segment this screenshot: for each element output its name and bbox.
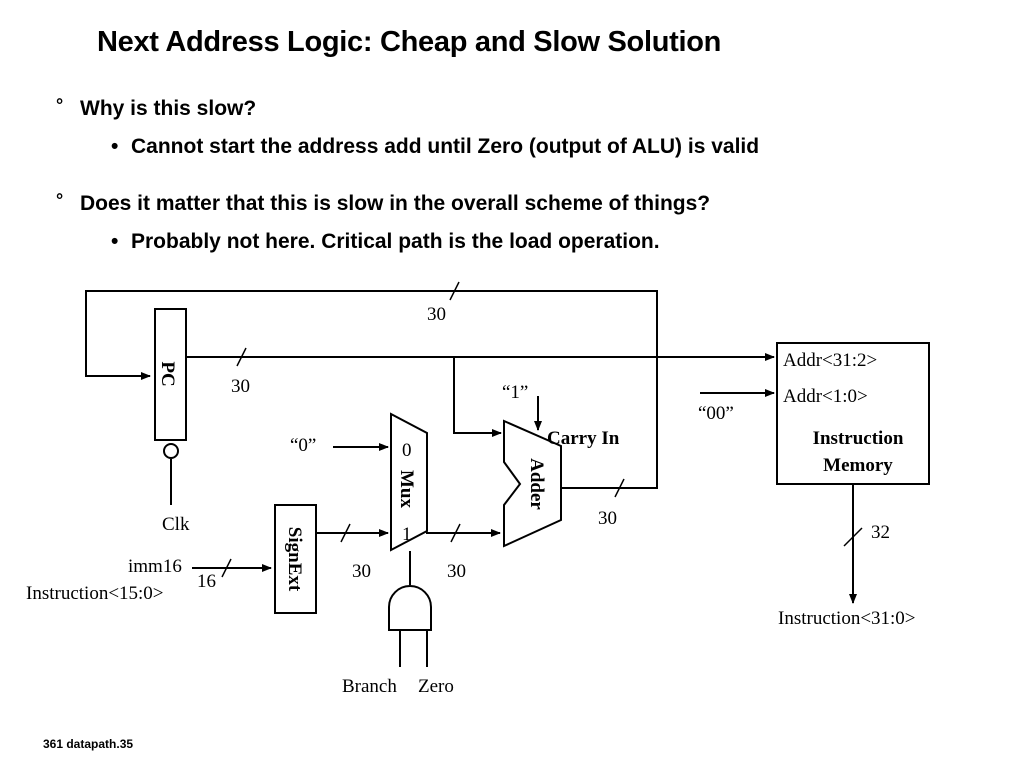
bullet-marker: ° — [56, 190, 64, 210]
mux-block — [390, 412, 428, 552]
clk-inverter-bubble — [163, 443, 179, 459]
bus-slash-top — [449, 281, 460, 301]
carry-in-label: Carry In — [547, 428, 620, 449]
addr-lo-label: Addr<1:0> — [783, 386, 868, 407]
adder-label: Adder — [526, 458, 547, 510]
mux-input-1-label: 1 — [402, 524, 412, 545]
bullet-2: ° Does it matter that this is slow in the… — [56, 190, 711, 216]
pc-label: PC — [157, 361, 178, 386]
signext-block — [274, 504, 317, 614]
imm16-label: imm16 — [128, 556, 182, 577]
sub-bullet-2-text: Probably not here. Critical path is the … — [131, 230, 660, 253]
bus-slash-mux — [450, 523, 461, 543]
width-top-label: 30 — [427, 304, 446, 325]
bus-slash-pc — [236, 347, 247, 367]
sub-bullet-2: • Probably not here. Critical path is the… — [111, 230, 660, 254]
width-pc-label: 30 — [231, 376, 250, 397]
pc-to-adder-wire — [453, 357, 502, 437]
instruction-memory — [776, 342, 930, 485]
branch-label: Branch — [342, 676, 397, 697]
pc-register — [154, 308, 187, 441]
const-00-label: “00” — [698, 403, 734, 424]
bullet-2-text: Does it matter that this is slow in the … — [80, 192, 711, 215]
sub-bullet-1-text: Cannot start the address add until Zero … — [131, 135, 760, 158]
bullet-1: ° Why is this slow? — [56, 95, 257, 121]
bus-slash-imm16 — [221, 558, 232, 578]
bus-slash-signext — [340, 523, 351, 543]
mux-label: Mux — [396, 470, 417, 509]
sub-bullet-marker: • — [111, 135, 119, 158]
width-imm16-label: 16 — [197, 571, 216, 592]
width-adder-label: 30 — [598, 508, 617, 529]
instruction-31-0-label: Instruction<31:0> — [778, 608, 916, 629]
memory-label-line1: Instruction — [813, 428, 904, 449]
width-signext-label: 30 — [352, 561, 371, 582]
clk-label: Clk — [162, 514, 190, 535]
feedback-wire — [85, 290, 658, 489]
const-0-label: “0” — [290, 435, 316, 456]
sub-bullet-1: • Cannot start the address add until Zero… — [111, 135, 759, 159]
sub-bullet-marker: • — [111, 230, 119, 253]
adder-block — [503, 419, 562, 548]
bullet-1-text: Why is this slow? — [80, 97, 257, 120]
width-mux-label: 30 — [447, 561, 466, 582]
bus-slash-memory — [843, 527, 863, 547]
bus-slash-adder — [614, 478, 625, 498]
instruction-15-0-label: Instruction<15:0> — [26, 583, 164, 604]
signext-label: SignExt — [284, 527, 305, 592]
zero-label: Zero — [418, 676, 454, 697]
addr-hi-label: Addr<31:2> — [783, 350, 877, 371]
and-gate — [388, 585, 432, 631]
memory-label-line2: Memory — [823, 455, 893, 476]
const-1-label: “1” — [502, 382, 528, 403]
bullet-marker: ° — [56, 95, 64, 115]
slide-footer: 361 datapath.35 — [43, 737, 134, 751]
width-memory-label: 32 — [871, 522, 890, 543]
slide-title: Next Address Logic: Cheap and Slow Solut… — [97, 26, 722, 58]
mux-input-0-label: 0 — [402, 440, 412, 461]
